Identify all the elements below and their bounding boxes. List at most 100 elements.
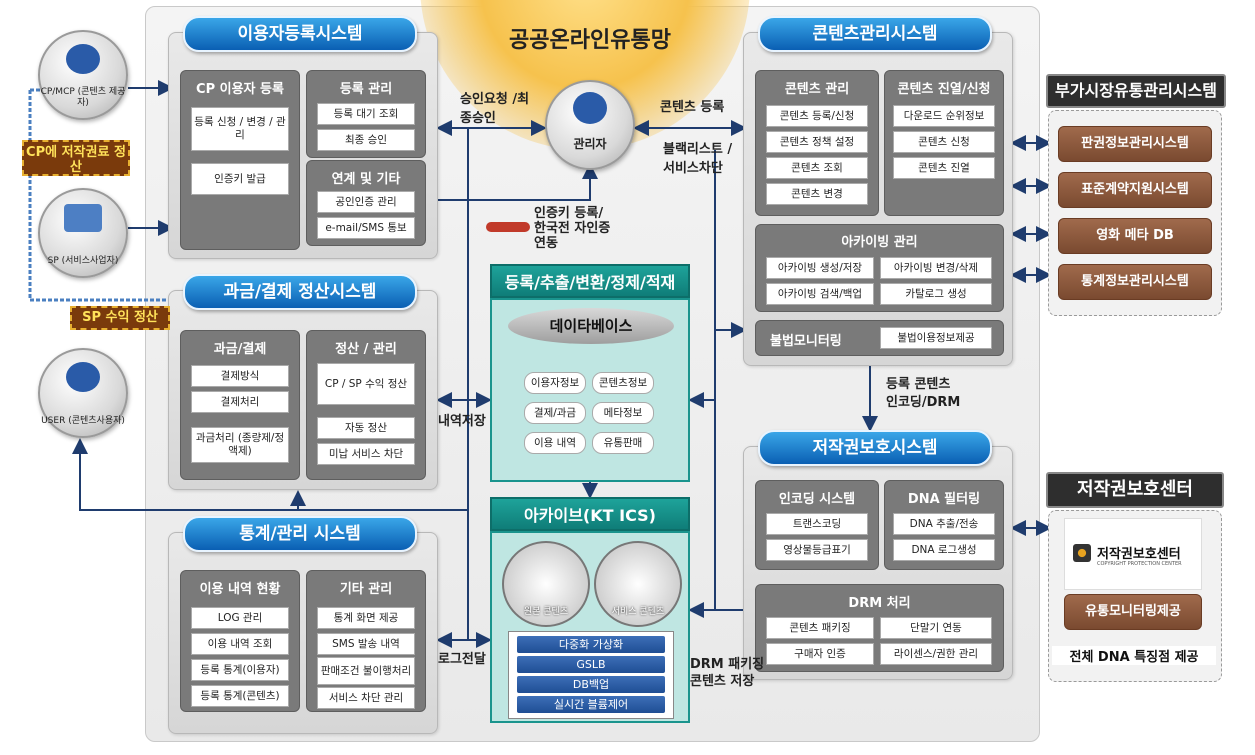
user-stats-item[interactable]: 등록 통계(이용자) <box>191 659 289 681</box>
license-mgmt-item[interactable]: 라이센스/권한 관리 <box>880 643 992 665</box>
db-backup-bar: DB백업 <box>517 676 665 693</box>
auth-key-label: 인증키 등록/한국전 자인증 연동 <box>534 206 611 251</box>
volume-control-bar: 실시간 블륨제어 <box>517 696 665 713</box>
key-icon <box>486 222 530 232</box>
content-change-item[interactable]: 콘텐츠 변경 <box>766 183 868 205</box>
db-cell-sales[interactable]: 유통판매 <box>592 432 654 454</box>
db-cell-usage[interactable]: 이용 내역 <box>524 432 586 454</box>
user-person-icon <box>66 362 100 392</box>
content-policy-item[interactable]: 콘텐츠 정책 설정 <box>766 131 868 153</box>
email-sms-item[interactable]: e-mail/SMS 통보 <box>317 217 415 239</box>
sp-actor[interactable]: SP (서비스사업자) <box>38 188 128 278</box>
charge-process-item[interactable]: 과금처리 (종량제/정액제) <box>191 427 289 463</box>
gslb-bar: GSLB <box>517 656 665 673</box>
registration-mgmt-panel: 등록 관리 등록 대기 조회 최종 승인 <box>306 70 426 158</box>
buyer-auth-item[interactable]: 구매자 인증 <box>766 643 874 665</box>
device-link-item[interactable]: 단말기 연동 <box>880 617 992 639</box>
revenue-settle-item[interactable]: CP / SP 수익 정산 <box>317 363 415 405</box>
db-cell-billing[interactable]: 결제/과금 <box>524 402 586 424</box>
cp-actor[interactable]: CP/MCP (콘텐츠 제공자) <box>38 30 128 120</box>
user-actor[interactable]: USER (콘텐츠사용자) <box>38 348 128 438</box>
content-display-title: 콘텐츠 진열/신청 <box>897 82 991 97</box>
approval-label: 승인요청 /최종승인 <box>460 92 530 126</box>
encoding-panel: 인코딩 시스템 트랜스코딩 영상물등급표기 <box>755 480 879 570</box>
archiving-panel: 아카이빙 관리 아카이빙 생성/저장 아카이빙 변경/삭제 아카이빙 검색/백업… <box>755 224 1004 312</box>
admin-node[interactable]: 관리자 <box>545 80 635 170</box>
encoding-flow-label: 등록 콘텐츠 인코딩/DRM <box>886 377 961 410</box>
usage-query-item[interactable]: 이용 내역 조회 <box>191 633 289 655</box>
sms-history-item[interactable]: SMS 발송 내역 <box>317 633 415 655</box>
encoding-title: 인코딩 시스템 <box>778 492 856 507</box>
settlement-title: 정산 / 관리 <box>335 342 397 357</box>
unpaid-block-item[interactable]: 미납 서비스 차단 <box>317 443 415 465</box>
admin-icon <box>573 92 607 124</box>
payment-method-item[interactable]: 결제방식 <box>191 365 289 387</box>
registration-apply-item[interactable]: 등록 신청 / 변경 / 관리 <box>191 107 289 151</box>
monitoring-panel: 불법모니터링 불법이용정보제공 <box>755 320 1004 356</box>
market-title: 부가시장유통관리시스템 <box>1046 74 1226 108</box>
catalog-create-item[interactable]: 카탈로그 생성 <box>880 283 992 305</box>
monitoring-service[interactable]: 유통모니터링제공 <box>1064 594 1202 630</box>
protection-logo-icon <box>1073 544 1091 562</box>
cp-registration-panel: CP 이용자 등록 등록 신청 / 변경 / 관리 인증키 발급 <box>180 70 300 250</box>
protection-center-logo: 저작권보호센터 COPYRIGHT PROTECTION CENTER <box>1064 518 1202 590</box>
archiving-search-item[interactable]: 아카이빙 검색/백업 <box>766 283 874 305</box>
archive-title: 아카이브(KT ICS) <box>490 497 690 531</box>
copyright-title: 저작권보호시스템 <box>758 430 992 466</box>
drm-store-label: DRM 패키징 콘텐츠 저장 <box>690 657 765 689</box>
db-cell-user[interactable]: 이용자정보 <box>524 372 586 394</box>
content-query-item[interactable]: 콘텐츠 조회 <box>766 157 868 179</box>
auto-settle-item[interactable]: 자동 정산 <box>317 417 415 439</box>
content-display-panel: 콘텐츠 진열/신청 다운로드 순위정보 콘텐츠 신청 콘텐츠 진열 <box>884 70 1004 216</box>
cert-mgmt-item[interactable]: 공인인증 관리 <box>317 191 415 213</box>
multiplex-bar: 다중화 가상화 <box>517 636 665 653</box>
sale-breach-item[interactable]: 판매조건 불이행처리 <box>317 657 415 685</box>
content-packaging-item[interactable]: 콘텐츠 패키징 <box>766 617 874 639</box>
auth-key-issue-item[interactable]: 인증키 발급 <box>191 163 289 195</box>
cp-actor-label: CP/MCP (콘텐츠 제공자) <box>40 87 126 108</box>
dna-extract-item[interactable]: DNA 추출/전송 <box>893 513 995 535</box>
billing-title: 과금/결제 정산시스템 <box>183 274 417 310</box>
content-display-item[interactable]: 콘텐츠 진열 <box>893 157 995 179</box>
archiving-create-item[interactable]: 아카이빙 생성/저장 <box>766 257 874 279</box>
service-content-folder-icon[interactable]: 서비스 콘텐츠 <box>594 541 682 627</box>
sp-settle-callout: SP 수익 정산 <box>70 306 170 330</box>
stats-info-system[interactable]: 통계정보관리시스템 <box>1058 264 1212 300</box>
db-cell-content[interactable]: 콘텐츠정보 <box>592 372 654 394</box>
content-register-item[interactable]: 콘텐츠 등록/신청 <box>766 105 868 127</box>
dna-log-item[interactable]: DNA 로그생성 <box>893 539 995 561</box>
archiving-change-item[interactable]: 아카이빙 변경/삭제 <box>880 257 992 279</box>
archive-panel: 원본 콘텐츠 서비스 콘텐츠 다중화 가상화 GSLB DB백업 실시간 블륨제… <box>490 531 690 723</box>
content-apply-item[interactable]: 콘텐츠 신청 <box>893 131 995 153</box>
rating-mark-item[interactable]: 영상물등급표기 <box>766 539 868 561</box>
download-rank-item[interactable]: 다운로드 순위정보 <box>893 105 995 127</box>
center-title: 공공온라인유통망 <box>509 28 671 53</box>
log-mgmt-item[interactable]: LOG 관리 <box>191 607 289 629</box>
db-cell-meta[interactable]: 메타정보 <box>592 402 654 424</box>
user-actor-label: USER (콘텐츠사용자) <box>41 415 125 426</box>
sp-screen-icon <box>64 204 102 232</box>
stats-screen-item[interactable]: 통계 화면 제공 <box>317 607 415 629</box>
stats-title: 통계/관리 시스템 <box>183 516 417 552</box>
drm-panel: DRM 처리 콘텐츠 패키징 단말기 연동 구매자 인증 라이센스/권한 관리 <box>755 584 1004 672</box>
transcoding-item[interactable]: 트랜스코딩 <box>766 513 868 535</box>
sp-actor-label: SP (서비스사업자) <box>47 255 119 266</box>
copyright-info-system[interactable]: 판권정보관리시스템 <box>1058 126 1212 162</box>
content-stats-item[interactable]: 등록 통계(콘텐츠) <box>191 685 289 707</box>
registration-wait-item[interactable]: 등록 대기 조회 <box>317 103 415 125</box>
link-etc-panel: 연계 및 기타 공인인증 관리 e-mail/SMS 통보 <box>306 160 426 246</box>
service-block-item[interactable]: 서비스 차단 관리 <box>317 687 415 709</box>
illegal-info-item[interactable]: 불법이용정보제공 <box>880 327 992 349</box>
payment-process-item[interactable]: 결제처리 <box>191 391 289 413</box>
protection-logo-text: 저작권보호센터 <box>1097 547 1181 562</box>
final-approval-item[interactable]: 최종 승인 <box>317 129 415 151</box>
archive-bars-panel: 다중화 가상화 GSLB DB백업 실시간 블륨제어 <box>508 631 674 719</box>
link-etc-title: 연계 및 기타 <box>331 172 401 187</box>
billing-pay-title: 과금/결제 <box>213 342 267 357</box>
dna-feature-footer: 전체 DNA 특징점 제공 <box>1052 646 1216 665</box>
original-content-folder-icon[interactable]: 원본 콘텐츠 <box>502 541 590 627</box>
movie-meta-db[interactable]: 영화 메타 DB <box>1058 218 1212 254</box>
contract-support-system[interactable]: 표준계약지원시스템 <box>1058 172 1212 208</box>
cp-registration-title: CP 이용자 등록 <box>196 82 284 97</box>
